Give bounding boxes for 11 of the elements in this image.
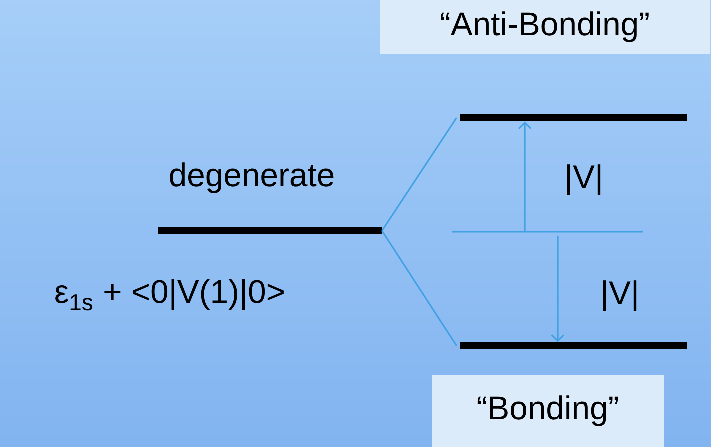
level-label: degenerate [170, 162, 334, 194]
reference-line [452, 231, 643, 233]
arrow [551, 236, 565, 342]
label-box: “Bonding” [432, 375, 664, 447]
value-label: |V| [603, 280, 637, 312]
connector-line [382, 230, 458, 346]
value-label: |V| [567, 164, 601, 196]
label-box: “Anti-Bonding” [380, 0, 710, 54]
level-label: ε$_{1s}$ + <0|V(1)|0> [56, 279, 284, 311]
arrow [518, 122, 532, 232]
connector-line [382, 118, 458, 232]
